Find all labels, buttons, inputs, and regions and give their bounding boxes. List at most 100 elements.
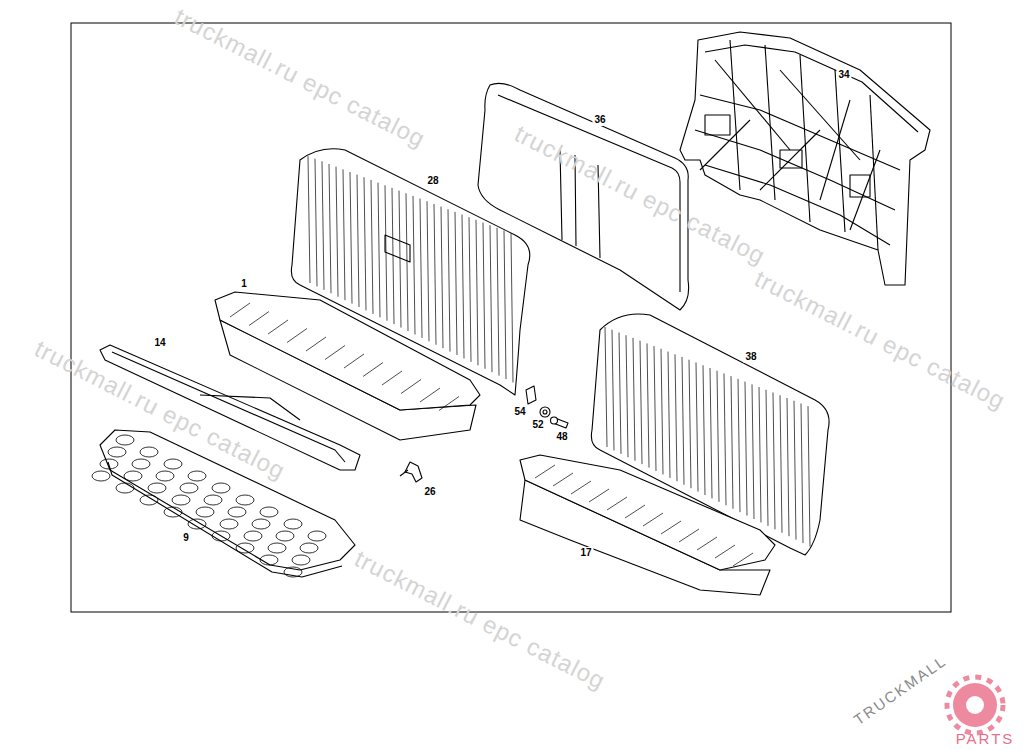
spring-cell xyxy=(220,519,238,529)
pleat-line xyxy=(766,390,768,526)
pleat-line xyxy=(717,371,719,502)
pleat-line xyxy=(497,228,499,376)
pleat-line xyxy=(619,332,621,453)
spring-cell xyxy=(148,483,166,493)
pleat-line xyxy=(661,349,663,475)
pleat-line xyxy=(399,191,401,328)
pleat-line xyxy=(439,397,459,411)
pleat-line xyxy=(357,175,359,307)
pleat-line xyxy=(643,513,663,526)
spring-cell xyxy=(252,519,270,529)
bracket xyxy=(526,386,536,404)
callout-number: 17 xyxy=(578,547,593,559)
spring-cell xyxy=(212,483,230,493)
pleat-line xyxy=(696,362,698,491)
pleat-line xyxy=(738,379,740,512)
pleat-line xyxy=(731,376,733,509)
callout-number: 14 xyxy=(152,337,167,349)
pleat-line xyxy=(724,373,726,505)
pleat-line xyxy=(420,199,422,338)
spring-cell xyxy=(268,543,286,553)
pleat-line xyxy=(371,180,373,314)
callout-number: 9 xyxy=(181,532,191,544)
spring-cell xyxy=(284,567,302,577)
pleat-line xyxy=(306,337,326,351)
spring-cells xyxy=(92,435,326,577)
spring-cell xyxy=(260,555,278,565)
spring-cell xyxy=(164,507,182,517)
watermark: truckmall.ru epc catalog xyxy=(351,546,609,693)
pleat-line xyxy=(401,380,421,394)
pleat-line xyxy=(385,185,387,320)
pleat-line xyxy=(808,406,810,546)
spring-cell xyxy=(180,483,198,493)
pleat-line xyxy=(605,327,607,447)
callout-number: 52 xyxy=(530,419,545,431)
pleat-line xyxy=(434,204,436,345)
pleat-line xyxy=(689,360,691,488)
pleat-line xyxy=(476,220,478,365)
pleat-line xyxy=(364,177,366,310)
watermark: truckmall.ru epc catalog xyxy=(511,121,769,268)
pleat-line xyxy=(329,164,331,293)
spring-cell xyxy=(172,495,190,505)
logo-text: TRUCKMALL xyxy=(851,653,949,728)
pleat-line xyxy=(697,537,717,550)
pleat-line xyxy=(710,368,712,499)
pleat-line xyxy=(661,521,681,534)
spring-cell xyxy=(204,495,222,505)
callout-number: 1 xyxy=(239,278,249,290)
spring-cell xyxy=(188,519,206,529)
pleat-line xyxy=(448,209,450,351)
callout-number: 36 xyxy=(592,114,607,126)
pleat-line xyxy=(625,505,645,518)
spring-cell xyxy=(308,531,326,541)
pleat-line xyxy=(325,346,345,360)
pleat-line xyxy=(589,489,609,502)
spring-cell xyxy=(212,531,230,541)
spring-cell xyxy=(236,495,254,505)
spring-cell xyxy=(284,519,302,529)
clip xyxy=(400,462,422,482)
pleat-line xyxy=(344,354,364,368)
pleat-line xyxy=(268,320,288,334)
pleat-line xyxy=(230,303,250,317)
callout-number: 34 xyxy=(836,69,851,81)
spring-cell xyxy=(292,555,310,565)
callout-number: 28 xyxy=(425,175,440,187)
pleat-line xyxy=(483,223,485,369)
pleat-line xyxy=(668,352,670,478)
pleat-line xyxy=(382,371,402,385)
spring-cell xyxy=(132,459,150,469)
pleat-line xyxy=(745,382,747,516)
spring-cell xyxy=(140,495,158,505)
pleat-line xyxy=(607,497,627,510)
spring-cell xyxy=(140,447,158,457)
spring-cell xyxy=(108,447,126,457)
pleat-line xyxy=(733,553,753,566)
pleat-lines xyxy=(230,303,459,411)
logo-text: PARTS xyxy=(956,731,1015,746)
pleat-line xyxy=(794,401,796,540)
pleat-line xyxy=(773,393,775,530)
pleat-line xyxy=(378,183,380,318)
logo-gear xyxy=(947,677,1003,733)
pleat-line xyxy=(315,159,317,287)
watermark: truckmall.ru epc catalog xyxy=(171,4,429,151)
spring-cell xyxy=(92,471,110,481)
spring-cell xyxy=(156,471,174,481)
pleat-line xyxy=(780,395,782,533)
pleat-line xyxy=(504,230,506,379)
spring-cell xyxy=(276,531,294,541)
pleat-lines xyxy=(535,465,753,566)
pleat-line xyxy=(787,398,789,536)
pleat-line xyxy=(682,357,684,485)
spring-cell xyxy=(236,543,254,553)
pleat-line xyxy=(759,387,761,522)
spring-cell xyxy=(244,531,262,541)
pleat-line xyxy=(633,338,635,461)
pleat-line xyxy=(469,217,471,362)
pleat-line xyxy=(343,169,345,300)
bolt xyxy=(551,417,569,428)
spring-cell xyxy=(300,543,318,553)
